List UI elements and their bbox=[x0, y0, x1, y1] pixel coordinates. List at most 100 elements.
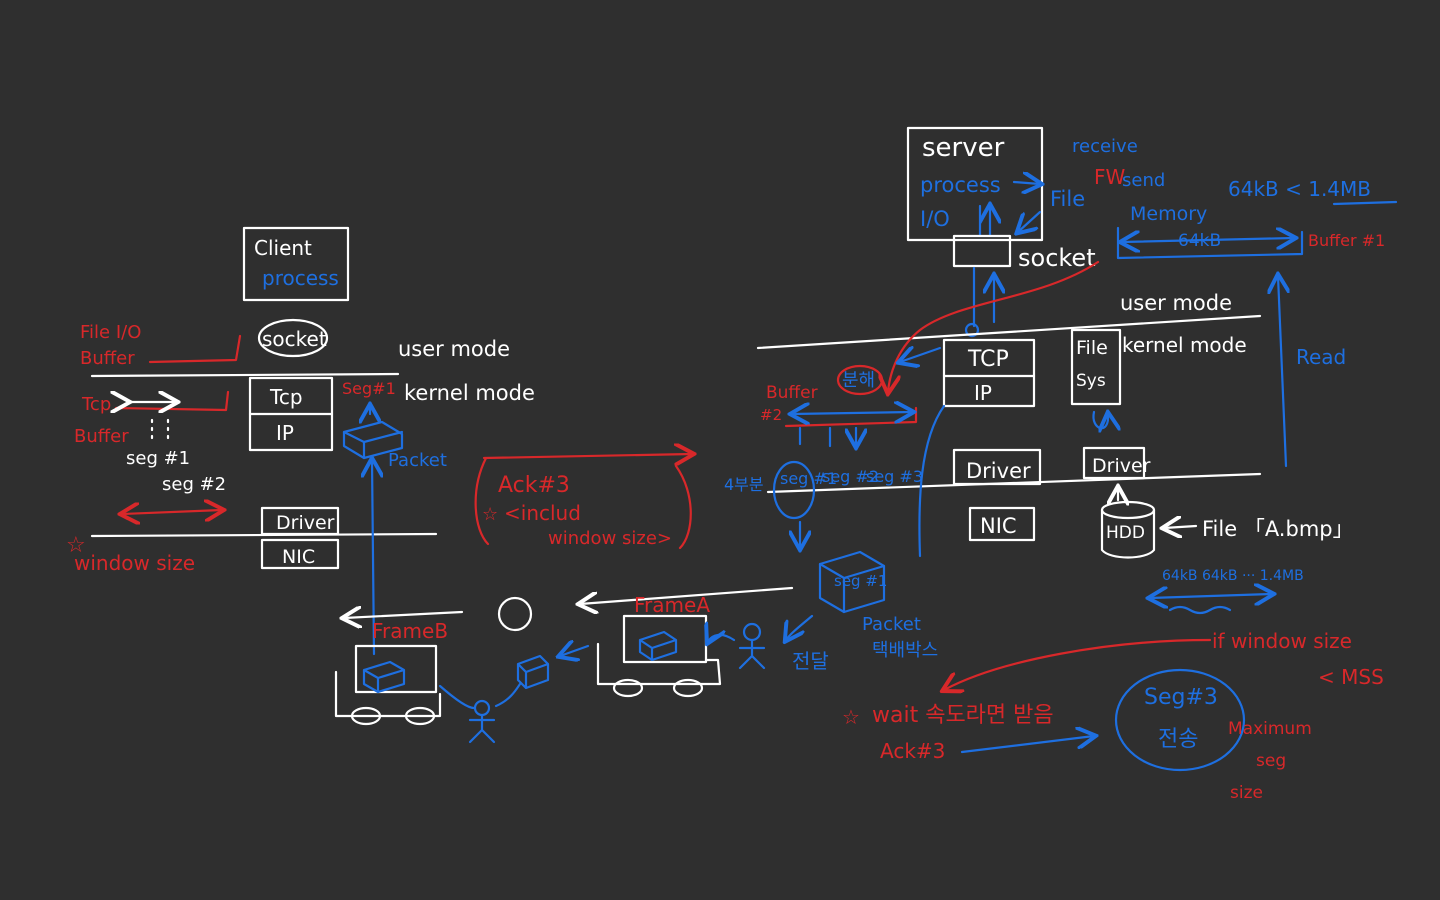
client-process-box bbox=[242, 226, 350, 302]
truck-b-icon bbox=[334, 644, 442, 726]
server-tcp-ip-box bbox=[942, 338, 1036, 408]
client-driver-label: Driver bbox=[276, 512, 335, 534]
server-process-label: process bbox=[920, 173, 1001, 197]
server-buffer1-arrow bbox=[1122, 238, 1294, 242]
mss-label-1: Maximum bbox=[1228, 719, 1312, 739]
small-box-icon bbox=[516, 654, 550, 690]
network-middle: Ack#3 ☆ <includ window size> FrameA Fram… bbox=[334, 454, 829, 744]
server-read-arrow bbox=[1278, 276, 1286, 468]
server-chunks-label: 64kB 64kB ··· 1.4MB bbox=[1162, 568, 1304, 584]
server-user-mode: user mode bbox=[1120, 291, 1232, 315]
deliver-label: 전달 bbox=[792, 649, 829, 673]
client-file-io-bracket bbox=[148, 334, 242, 364]
server-receive-label: receive bbox=[1072, 136, 1138, 157]
server-takbae-label: 택배박스 bbox=[872, 640, 938, 661]
client-seg2: seg #2 bbox=[162, 474, 226, 495]
client-socket-circle bbox=[257, 318, 329, 358]
net-arrow-left bbox=[580, 586, 794, 604]
server-filesys-box bbox=[1070, 328, 1122, 406]
client-file-io-buffer: File I/O bbox=[80, 322, 141, 343]
lt-mss-label: < MSS bbox=[1318, 665, 1384, 689]
server-file-name: File 「A.bmp」 bbox=[1202, 517, 1354, 541]
four-parts-label: 4부분 bbox=[724, 475, 764, 494]
server-packet-label: Packet bbox=[862, 614, 921, 635]
client-nic-label: NIC bbox=[282, 546, 315, 568]
server-seg1: seg #1 bbox=[780, 469, 837, 488]
network-node-circle bbox=[497, 596, 533, 632]
server-nic-box bbox=[968, 506, 1036, 542]
truck-a-icon bbox=[596, 614, 722, 698]
client-tcp-buffer: Tcp bbox=[81, 394, 111, 415]
client-packet-cube-icon bbox=[342, 420, 404, 460]
mss-label-3: size bbox=[1230, 783, 1263, 803]
server-tcp-label: TCP bbox=[967, 347, 1009, 372]
client-star-icon: ☆ bbox=[66, 533, 86, 558]
client-socket-label: socket bbox=[262, 327, 327, 351]
server-size-compare: 64kB < 1.4MB bbox=[1228, 177, 1371, 201]
server-file-label: File bbox=[1050, 187, 1085, 211]
ack-note-2: window size> bbox=[548, 528, 672, 549]
client-driver-box bbox=[260, 506, 340, 536]
server-stack: server process I/O socket File receive F… bbox=[724, 126, 1398, 661]
server-buffer-64kb: 64kB bbox=[1178, 231, 1221, 251]
seg3-send-label: Seg#3 bbox=[1144, 685, 1218, 710]
seg1-circle bbox=[772, 460, 816, 520]
server-driver-box bbox=[952, 448, 1042, 486]
client-process-label: process bbox=[262, 266, 339, 290]
client-stack: Client process socket user mode kernel m… bbox=[66, 226, 535, 656]
client-tcp-label: Tcp bbox=[269, 385, 303, 409]
client-tcp-buffer-2: Buffer bbox=[74, 426, 129, 447]
client-mode-divider bbox=[90, 372, 400, 378]
window-note-arrow bbox=[944, 638, 1212, 690]
client-packet-label: Packet bbox=[388, 450, 447, 471]
client-kernel-mode: kernel mode bbox=[404, 381, 535, 405]
ack-title: Ack#3 bbox=[498, 473, 570, 498]
split-circle bbox=[836, 364, 884, 396]
split-label: 분해 bbox=[842, 370, 875, 391]
server-nic-label: NIC bbox=[980, 514, 1017, 538]
client-ip-label: IP bbox=[276, 421, 294, 445]
server-driver2-box bbox=[1082, 446, 1146, 480]
server-ip-label: IP bbox=[974, 381, 992, 405]
seg-box-label: seg #1 bbox=[834, 572, 887, 590]
server-kernel-mode: kernel mode bbox=[1122, 333, 1247, 357]
seg3-send-circle bbox=[1114, 668, 1246, 772]
client-window-size: window size bbox=[74, 551, 195, 575]
seg-box-icon bbox=[818, 550, 886, 614]
ack-arrow bbox=[482, 454, 692, 458]
server-memory-label: Memory bbox=[1130, 203, 1207, 225]
wait-note: wait 속도라면 받음 bbox=[872, 703, 1054, 728]
seg3-send-label-2: 전송 bbox=[1158, 727, 1198, 752]
frame-b-label: FrameB bbox=[372, 619, 448, 643]
ack-note-1: <includ bbox=[504, 501, 581, 525]
client-packet-up-arrow bbox=[372, 460, 374, 656]
sender-courier-icon bbox=[738, 622, 766, 670]
client-seg1: seg #1 bbox=[126, 448, 190, 469]
server-title: server bbox=[922, 133, 1005, 163]
frame-a-label: FrameA bbox=[634, 593, 710, 617]
client-seg-hash: Seg#1 bbox=[342, 379, 396, 398]
server-driver2-label: Driver bbox=[1092, 455, 1151, 477]
server-socket-box bbox=[952, 234, 1012, 268]
client-title: Client bbox=[254, 236, 312, 260]
server-driver-label: Driver bbox=[966, 459, 1031, 483]
server-hdd-label: HDD bbox=[1106, 523, 1145, 543]
server-mode-divider bbox=[756, 314, 1262, 350]
if-window-size: if window size bbox=[1212, 629, 1352, 653]
client-file-io-buffer-2: Buffer bbox=[80, 348, 135, 369]
server-io-label: I/O bbox=[920, 207, 950, 231]
server-buffer1-label: Buffer #1 bbox=[1308, 231, 1385, 250]
server-filesys-label-2: Sys bbox=[1076, 371, 1106, 391]
client-window-arrow bbox=[122, 510, 222, 514]
client-user-mode: user mode bbox=[398, 337, 510, 361]
server-socket-label: socket bbox=[1018, 244, 1096, 272]
mss-label-2: seg bbox=[1256, 751, 1286, 771]
client-nic-box bbox=[260, 538, 340, 570]
server-seg2: seg #2 bbox=[822, 467, 879, 486]
server-buffer2-label: Buffer bbox=[766, 383, 818, 403]
server-fw-label: FW bbox=[1094, 165, 1126, 189]
ack3-label: Ack#3 bbox=[880, 739, 945, 763]
server-seg3: seg #3 bbox=[866, 467, 923, 486]
server-read-label: Read bbox=[1296, 345, 1346, 369]
